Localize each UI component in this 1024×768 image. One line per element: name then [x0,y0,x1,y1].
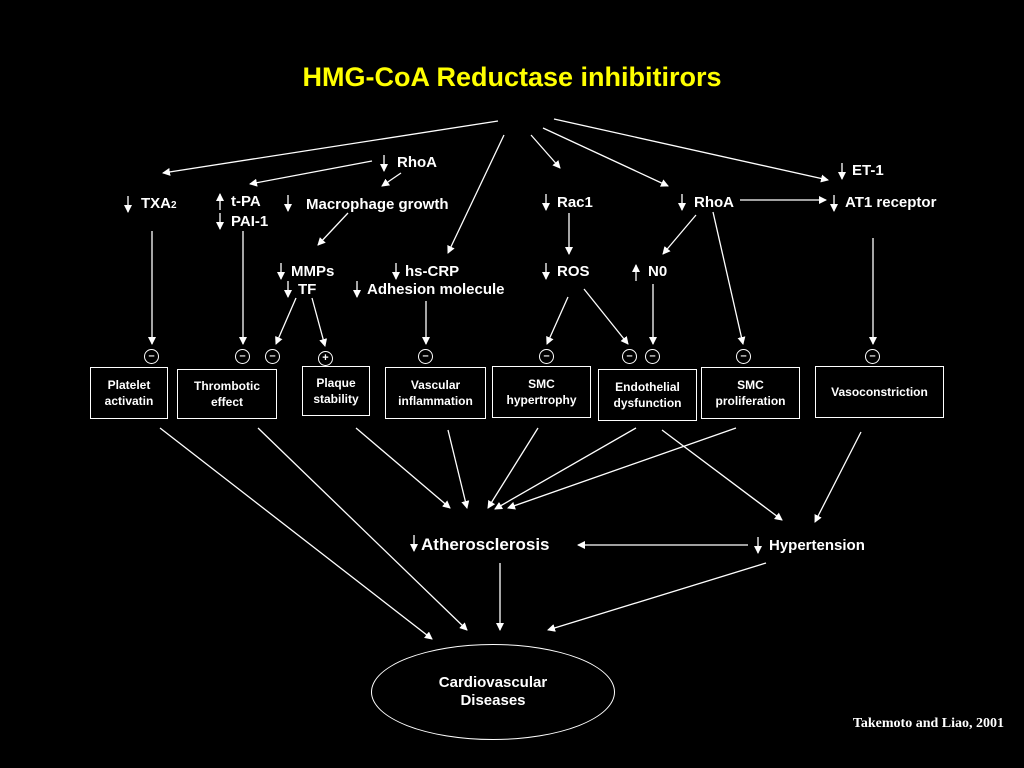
txa-subscript: 2 [171,200,177,211]
minus-sign: – [235,349,250,364]
connector-arrow [317,212,349,246]
rhoa-top-label: RhoA [397,154,437,171]
connector-arrow [553,118,829,183]
minus-sign: – [418,349,433,364]
txa-text: TXA [141,195,171,212]
plaque-stability-box: Plaque stability [302,366,370,416]
hypertension-label: Hypertension [769,537,865,554]
at1-receptor-label: AT1 receptor [845,194,937,211]
cardiovascular-diseases-node: Cardiovascular Diseases [371,644,615,740]
adhesion-molecule-label: Adhesion molecule [367,281,505,298]
connector-arrow [447,429,470,509]
minus-sign: – [539,349,554,364]
connector-arrow [712,211,746,345]
plus-sign: + [318,351,333,366]
smc-proliferation-box: SMC proliferation [701,367,800,419]
et1-label: ET-1 [852,162,884,179]
hscrp-label: hs-CRP [405,263,460,280]
connector-arrow [355,427,451,509]
macrophage-growth-label: Macrophage growth [306,196,449,213]
connector-arrow [447,134,505,254]
vascular-inflammation-box: Vascular inflammation [385,367,486,419]
rhoa-right-label: RhoA [694,194,734,211]
connector-arrow [311,297,328,347]
txa2-label: TXA2 [141,195,177,214]
tpa-label: t-PA [231,193,261,210]
connector-arrow [494,427,637,510]
atherosclerosis-label: Atherosclerosis [421,535,550,554]
mmps-label: MMPs [291,263,335,280]
connector-arrow [583,288,629,345]
minus-sign: – [865,349,880,364]
connector-arrow [487,427,539,509]
no-label: N0 [648,263,668,280]
ros-label: ROS [557,263,590,280]
minus-sign: – [645,349,660,364]
cardiovascular-diseases-label: Cardiovascular Diseases [438,674,548,709]
platelet-activation-box: Platelet activatin [90,367,168,419]
minus-sign: – [265,349,280,364]
connector-arrow [381,172,402,187]
connector-arrow [661,429,783,521]
connector-arrow [662,214,697,255]
connector-arrow [530,134,561,169]
smc-hypertrophy-box: SMC hypertrophy [492,366,591,418]
connector-arrow [546,296,569,345]
connector-arrow [542,127,669,187]
vasoconstriction-box: Vasoconstriction [815,366,944,418]
minus-sign: – [736,349,751,364]
rac1-label: Rac1 [557,194,593,211]
thrombotic-effect-box: Thrombotic effect [177,369,277,419]
endothelial-dysfunction-box: Endothelial dysfunction [598,369,697,421]
minus-sign: – [144,349,159,364]
connector-arrow [249,160,373,187]
connector-arrow [257,427,468,631]
connector-arrow [162,120,499,176]
connector-arrow [547,562,767,632]
connector-arrow [507,427,737,510]
tf-label: TF [298,281,317,298]
connector-arrow [275,297,297,345]
connector-arrow [159,427,433,640]
connector-arrow [814,431,862,523]
minus-sign: – [622,349,637,364]
diagram-title: HMG-CoA Reductase inhibitirors [302,62,722,92]
citation: Takemoto and Liao, 2001 [852,716,1004,731]
pai1-label: PAI-1 [231,213,269,230]
